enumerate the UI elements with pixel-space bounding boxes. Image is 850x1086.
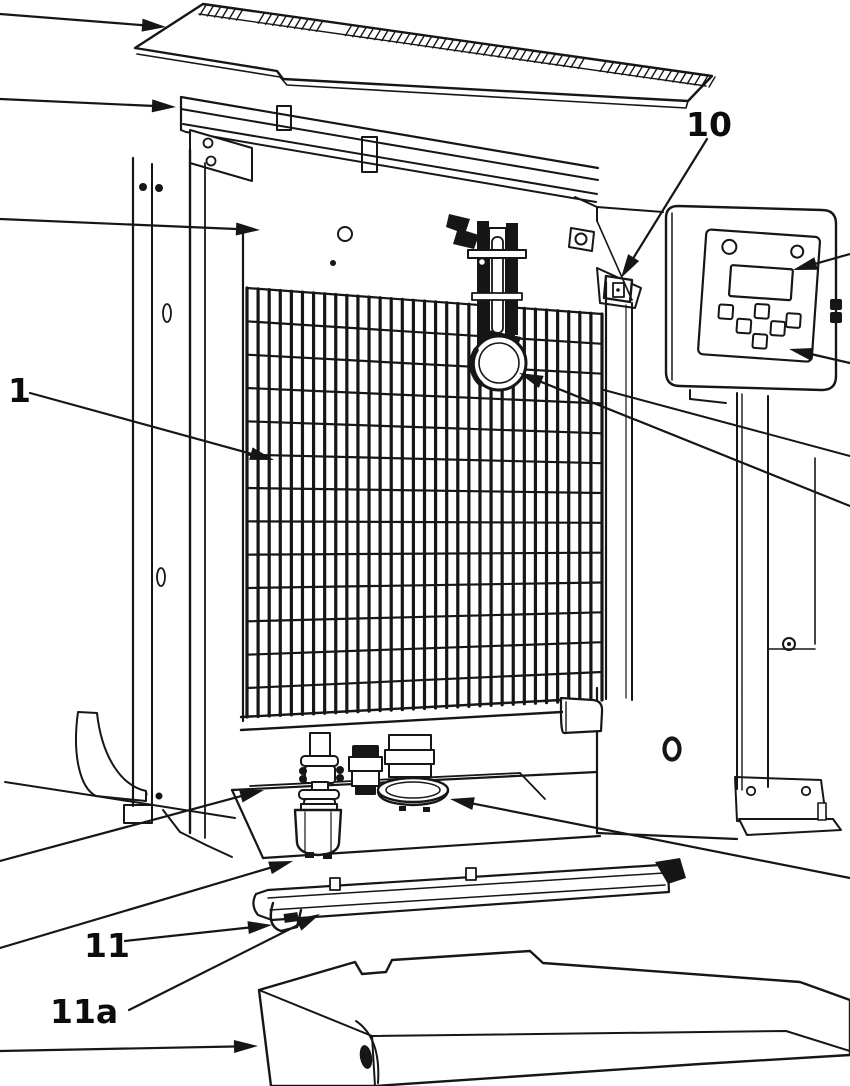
tray-finger-hole xyxy=(359,1045,373,1069)
keypad xyxy=(717,302,802,350)
arrowhead-icon xyxy=(233,1039,258,1053)
callout-label-1: 1 xyxy=(8,371,31,410)
panel-side-knob-bottom xyxy=(830,312,842,323)
carriage-clamp xyxy=(446,214,479,249)
rail-clip xyxy=(269,901,303,933)
arrowhead-icon xyxy=(295,914,320,931)
top-cover xyxy=(133,2,716,109)
arrowhead-icon xyxy=(249,447,274,460)
arrowhead-icon xyxy=(519,373,544,388)
cutting-grid xyxy=(241,230,608,723)
arrowhead-icon xyxy=(151,99,176,113)
drain-cap xyxy=(376,734,450,812)
callout-label-11: 11 xyxy=(84,926,130,965)
drip-tray xyxy=(257,949,850,1086)
carriage-track xyxy=(330,226,642,309)
panel-screw-right xyxy=(790,244,805,259)
right-frame-leg xyxy=(574,196,850,841)
arrowhead-icon xyxy=(789,348,814,361)
left-foot xyxy=(75,711,147,802)
frame-top-rail xyxy=(179,95,600,203)
right-foot xyxy=(734,776,828,826)
drain-canister xyxy=(293,803,343,859)
panel-screw-left xyxy=(721,238,738,255)
lid-vent-hatching xyxy=(198,4,716,88)
carriage-assembly xyxy=(446,214,528,392)
control-panel xyxy=(664,204,842,392)
lcd-display xyxy=(727,264,794,302)
carriage-roller-disc xyxy=(469,334,528,392)
arrowhead-icon xyxy=(247,921,272,935)
panel-side-knob-top xyxy=(830,299,842,310)
arrowhead-icon xyxy=(141,18,166,32)
arrowhead-icon xyxy=(268,861,293,875)
leg-hole xyxy=(662,736,682,762)
arrowhead-icon xyxy=(621,254,640,278)
callout-label-10: 10 xyxy=(686,105,732,144)
arrowhead-icon xyxy=(239,789,264,803)
drain-valve xyxy=(298,732,344,808)
bottom-rail xyxy=(252,858,686,933)
drain-fittings xyxy=(293,732,450,859)
arrowhead-icon xyxy=(793,257,818,270)
arrowhead-icon xyxy=(235,222,260,236)
callout-label-11a: 11a xyxy=(50,992,118,1031)
arrowhead-icon xyxy=(450,797,475,811)
left-frame-post xyxy=(4,129,253,858)
machine-base xyxy=(230,696,604,860)
center-fitting xyxy=(348,745,383,795)
leader-arrows xyxy=(0,12,850,1053)
